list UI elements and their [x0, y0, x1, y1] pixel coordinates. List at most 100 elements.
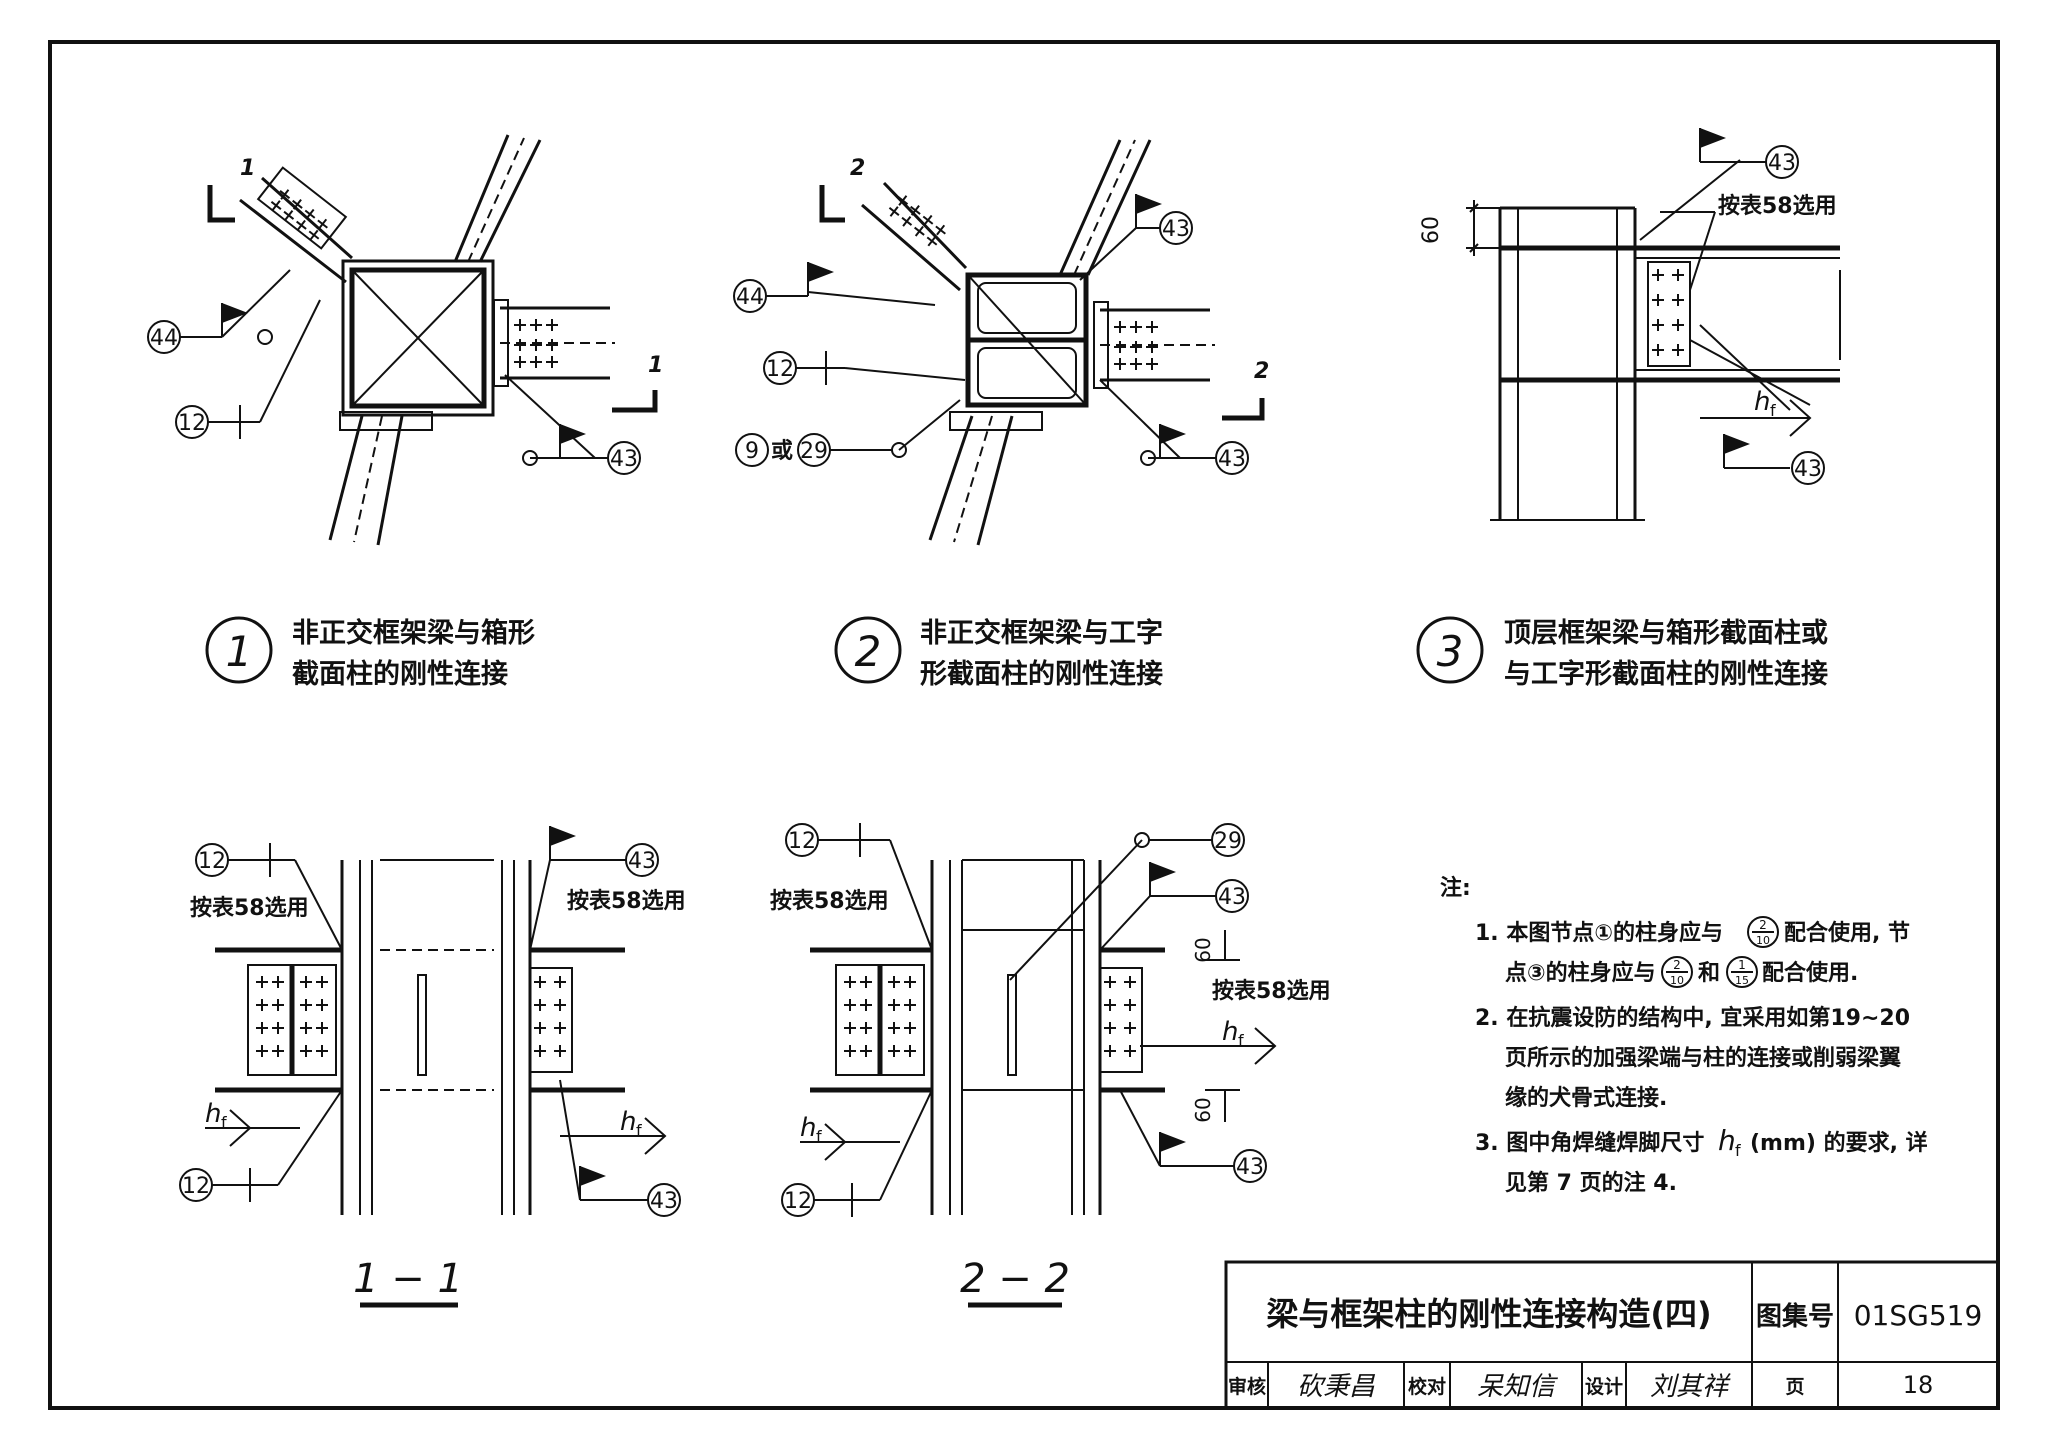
detail-1-callout-43: 43 [522, 423, 641, 475]
drawing-title: 梁与框架柱的刚性连接构造(四) [1266, 1295, 1711, 1333]
svg-text:h: h [1718, 1124, 1736, 1157]
svg-text:43: 43 [1768, 151, 1796, 176]
detail-1-caption: 1 非正交框架梁与箱形 截面柱的刚性连接 [205, 616, 535, 690]
review-label: 审核 [1228, 1375, 1266, 1398]
svg-text:1 − 1: 1 − 1 [353, 1256, 463, 1302]
section-1-1-table-ref-right: 按表58选用 [567, 888, 686, 914]
section-mark-bottom: 1 [648, 353, 663, 378]
caption-line-1: 非正交框架梁与箱形 [292, 617, 535, 649]
review-signature: 砍秉昌 [1297, 1372, 1376, 1402]
atlas-label: 图集号 [1756, 1301, 1834, 1332]
detail-3-dim-60: 60 [1419, 216, 1444, 244]
svg-text:12: 12 [198, 849, 226, 874]
page-number: 18 [1903, 1371, 1934, 1399]
detail-2-callout-43-top: 43 [1135, 193, 1193, 245]
svg-text:2: 2 [1759, 918, 1767, 932]
svg-text:29: 29 [1214, 829, 1242, 854]
section-1-1-title: 1 − 1 [353, 1256, 463, 1308]
svg-text:43: 43 [650, 1189, 678, 1214]
svg-text:配合使用, 节: 配合使用, 节 [1784, 920, 1910, 946]
section-2-2-callout-12-top: 12 [785, 823, 933, 951]
svg-text:h: h [800, 1113, 816, 1143]
note-2-line-2: 页所示的加强梁端与柱的连接或削弱梁翼 [1505, 1045, 1901, 1071]
section-2-2-weld-right: h f [1140, 1017, 1277, 1065]
note-2-line-1: 2. 在抗震设防的结构中, 宜采用如第19~20 [1475, 1005, 1910, 1031]
section-2-2-callout-43-top: 43 [1099, 861, 1249, 951]
section-2-2-title: 2 − 2 [960, 1256, 1070, 1308]
design-label: 设计 [1585, 1376, 1623, 1398]
section-1-1-callout-12-bottom: 12 [179, 1089, 343, 1202]
svg-text:f: f [1238, 1031, 1244, 1050]
svg-text:43: 43 [1794, 457, 1822, 482]
notes-block: 注: 1. 本图节点①的柱身应与 2 10 配合使用, 节 点③的柱身应与 2 … [1440, 875, 1928, 1196]
svg-text:43: 43 [1218, 447, 1246, 472]
section-mark-top: 2 [850, 156, 865, 181]
detail-2-drawing [807, 139, 1265, 546]
svg-text:(mm) 的要求, 详: (mm) 的要求, 详 [1750, 1130, 1928, 1156]
svg-text:43: 43 [1236, 1155, 1264, 1180]
svg-text:h: h [620, 1107, 636, 1137]
caption-line-2: 形截面柱的刚性连接 [920, 658, 1163, 690]
design-signature: 刘其祥 [1650, 1372, 1731, 1402]
detail-2-callout-9-29: 9 或 29 [735, 399, 961, 467]
svg-text:f: f [636, 1121, 642, 1140]
svg-text:60: 60 [1419, 216, 1444, 244]
svg-text:43: 43 [610, 447, 638, 472]
caption-line-2: 与工字形截面柱的刚性连接 [1504, 658, 1828, 690]
svg-text:f: f [1770, 401, 1776, 420]
note-3-line-1: 3. 图中角焊缝焊脚尺寸 [1475, 1130, 1704, 1156]
svg-text:h: h [205, 1099, 221, 1129]
section-1-1-callout-43-bottom: 43 [559, 1079, 681, 1217]
detail-1-callout-12: 12 [175, 405, 260, 439]
detail-3-table-ref: 按表58选用 [1718, 193, 1837, 219]
note-1-fraction-3: 1 15 [1726, 956, 1758, 988]
section-mark-top: 1 [240, 156, 255, 181]
svg-text:9: 9 [745, 439, 759, 464]
svg-text:44: 44 [736, 285, 764, 310]
svg-text:29: 29 [800, 439, 828, 464]
note-3-line-2: 见第 7 页的注 4. [1505, 1170, 1677, 1196]
caption-line-2: 截面柱的刚性连接 [292, 658, 508, 690]
detail-3-caption: 3 顶层框架梁与箱形截面柱或 与工字形截面柱的刚性连接 [1416, 616, 1828, 690]
svg-text:2 − 2: 2 − 2 [960, 1256, 1070, 1302]
svg-text:10: 10 [1670, 974, 1684, 987]
section-2-2-dim-top: 60 [1191, 937, 1215, 962]
section-2-2-bolts-right [1103, 975, 1137, 1058]
section-2-2-table-ref-right: 按表58选用 [1212, 978, 1331, 1004]
section-2-2-dim-bottom: 60 [1191, 1097, 1215, 1122]
caption-line-1: 顶层框架梁与箱形截面柱或 [1504, 617, 1828, 649]
section-2-2-table-ref-left: 按表58选用 [770, 888, 889, 914]
note-1-line-1: 1. 本图节点①的柱身应与 [1475, 920, 1723, 946]
page-label: 页 [1785, 1376, 1804, 1398]
note-2-line-3: 缘的犬骨式连接. [1505, 1085, 1667, 1111]
svg-text:或: 或 [771, 438, 793, 464]
section-mark-bottom: 2 [1254, 359, 1269, 384]
svg-text:43: 43 [628, 849, 656, 874]
section-1-1-weld-left: h f [205, 1099, 300, 1147]
svg-text:10: 10 [1756, 934, 1770, 947]
detail-2-callout-12: 12 [763, 351, 845, 385]
section-1-1-callout-12-top: 12 [195, 843, 343, 951]
svg-text:12: 12 [788, 829, 816, 854]
detail-number: 1 [226, 627, 253, 676]
svg-text:f: f [816, 1127, 822, 1146]
detail-2-callout-44: 44 [733, 261, 835, 313]
detail-3-callout-43-bottom: 43 [1723, 433, 1825, 485]
title-block: 梁与框架柱的刚性连接构造(四) 图集号 01SG519 审核 砍秉昌 校对 呆知… [1224, 1260, 2000, 1410]
section-1-1-drawing [215, 859, 625, 1215]
svg-text:h: h [1222, 1017, 1238, 1047]
detail-3-weld-hf: h f [1700, 387, 1812, 437]
section-2-2-callout-12-bottom: 12 [781, 1089, 933, 1217]
detail-3-callout-43-top: 43 [1699, 127, 1799, 179]
detail-3-drawing [1466, 159, 1841, 521]
detail-1-callout-44: 44 [147, 302, 273, 354]
svg-text:f: f [221, 1113, 227, 1132]
detail-2-callout-43-bottom: 43 [1140, 423, 1249, 475]
section-1-1-weld-right: h f [560, 1107, 667, 1155]
svg-text:1: 1 [1738, 958, 1746, 972]
check-signature: 呆知信 [1477, 1372, 1559, 1402]
sheet-border [48, 40, 2000, 1410]
svg-text:h: h [1754, 387, 1770, 417]
section-1-1-bolts-right [533, 975, 567, 1058]
detail-2-section-marks: 2 2 [850, 156, 1269, 384]
